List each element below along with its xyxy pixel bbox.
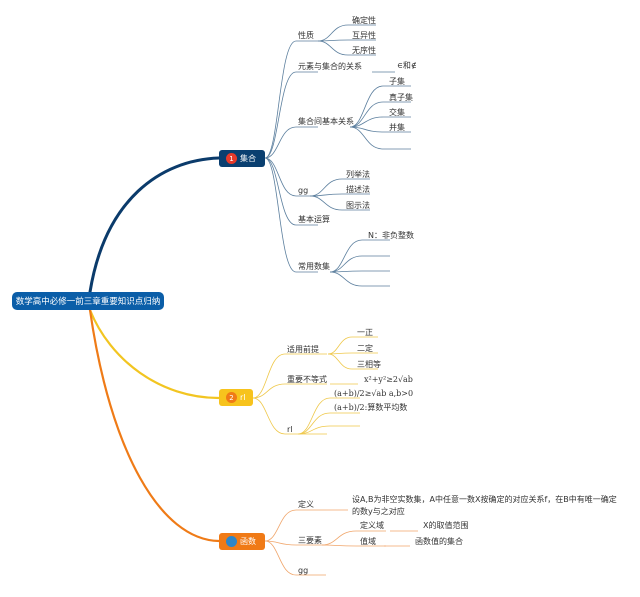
set-child-connector: [264, 157, 318, 197]
branch-label-ri: rl: [240, 393, 246, 402]
basic-ops-label[interactable]: 基本运算: [298, 215, 330, 224]
basic-relation-leaf-connector: [349, 85, 411, 128]
element-domain-label[interactable]: 定义域: [360, 521, 384, 530]
premise-leaf-connector: [327, 353, 378, 370]
ri-sub-item[interactable]: (a+b)/2:算数平均数: [334, 403, 408, 412]
branch-node-ri[interactable]: 2 rl: [219, 389, 253, 406]
set-property-item[interactable]: 互异性: [352, 31, 376, 40]
set-child-connector: [264, 157, 318, 273]
definition-label[interactable]: 定义: [298, 500, 314, 509]
branch-label-function: 函数: [240, 537, 256, 546]
common-set-item[interactable]: N：非负整数: [368, 231, 414, 240]
representation-item[interactable]: 描述法: [346, 185, 370, 194]
common-set-leaf-connector: [329, 255, 390, 273]
inequality-value[interactable]: x²+y²≥2√ab: [364, 375, 413, 384]
premise-item[interactable]: 三相等: [357, 360, 381, 369]
element-range-label[interactable]: 值域: [360, 537, 376, 546]
set-property-item[interactable]: 确定性: [352, 16, 376, 25]
ri-sub-leaf-connector: [297, 425, 360, 435]
set-property-item[interactable]: 无序性: [352, 46, 376, 55]
representation-leaf-connector: [309, 178, 370, 197]
representation-leaf-connector: [309, 195, 370, 211]
premise-leaf-connector: [327, 336, 378, 355]
ri-child-connector: [252, 353, 327, 399]
basic-relation-item[interactable]: 真子集: [389, 93, 413, 102]
common-set-leaf-connector: [329, 271, 390, 287]
basic-relation-item[interactable]: 并集: [389, 123, 405, 132]
set-child-connector: [264, 157, 318, 226]
inequality-label[interactable]: 重要不等式: [287, 375, 327, 384]
badge-number-2: 2: [226, 392, 237, 403]
basic-relation-leaf-connector: [349, 126, 411, 133]
ri-sub-item[interactable]: (a+b)/2≥√ab a,b>0: [334, 389, 414, 398]
premise-label[interactable]: 适用前提: [287, 345, 319, 354]
badge-circle-icon: [226, 536, 237, 547]
ri-child-connector: [252, 383, 327, 399]
common-sets-label[interactable]: 常用数集: [298, 262, 330, 271]
set-gg-label[interactable]: gg: [298, 186, 309, 195]
representation-item[interactable]: 列举法: [346, 170, 370, 179]
basic-relation-leaf-connector: [349, 126, 411, 150]
badge-text: 1: [229, 154, 234, 163]
set-child-connector: [264, 40, 318, 159]
properties-leaf-connector: [317, 39, 376, 42]
common-set-leaf-connector: [329, 270, 390, 273]
root-label: 数学高中必修一前三章重要知识点归纳: [15, 297, 161, 307]
premise-item[interactable]: 二定: [357, 344, 373, 353]
basic-relation-item[interactable]: 子集: [389, 77, 405, 86]
main-connector-set: [88, 156, 221, 294]
ri-child-connector: [252, 397, 327, 435]
main-connector-function: [88, 308, 221, 543]
set-child-connector: [264, 126, 318, 159]
badge-number-1: 1: [226, 153, 237, 164]
function-child-connector: [264, 540, 326, 576]
representation-item[interactable]: 图示法: [346, 201, 370, 210]
element-domain-value[interactable]: X的取值范围: [423, 521, 469, 530]
properties-leaf-connector: [317, 40, 376, 56]
set-child-connector: [264, 71, 318, 159]
basic-relation-leaf-connector: [349, 101, 411, 128]
basic-relation-item[interactable]: 交集: [389, 108, 405, 117]
common-set-leaf-connector: [329, 239, 390, 273]
ri-sub-leaf-connector: [297, 397, 360, 435]
basic-relation-leaf-connector: [349, 116, 411, 128]
main-connector-ri: [88, 308, 221, 400]
basic-relations-label[interactable]: 集合间基本关系: [298, 117, 354, 126]
definition-value[interactable]: 设A,B为非空实数集，A中任意一数X按确定的对应关系f，在B中有唯一确定的数y与…: [352, 495, 617, 516]
ri-sub-label[interactable]: rl: [287, 425, 293, 434]
three-elements-leaf-connector: [321, 544, 386, 547]
branch-node-function[interactable]: 函数: [219, 533, 265, 550]
element-relation-label[interactable]: 元素与集合的关系: [298, 62, 362, 71]
representation-leaf-connector: [309, 193, 370, 197]
ri-sub-leaf-connector: [297, 412, 360, 435]
function-gg-label[interactable]: gg: [298, 566, 309, 575]
function-child-connector: [264, 540, 326, 546]
root-node[interactable]: 数学高中必修一前三章重要知识点归纳: [12, 292, 164, 310]
properties-leaf-connector: [317, 24, 376, 42]
three-elements-label[interactable]: 三要素: [298, 536, 322, 545]
premise-leaf-connector: [327, 352, 378, 355]
three-elements-leaf-connector: [321, 530, 386, 546]
element-relation-value[interactable]: ∈和∉: [397, 61, 417, 70]
badge-text: 2: [229, 393, 234, 402]
branch-node-set[interactable]: 1 集合: [219, 150, 265, 167]
element-range-value[interactable]: 函数值的集合: [415, 537, 463, 546]
set-properties-label[interactable]: 性质: [298, 31, 314, 40]
branch-label-set: 集合: [240, 154, 256, 163]
function-child-connector: [264, 509, 326, 542]
premise-item[interactable]: 一正: [357, 328, 373, 337]
